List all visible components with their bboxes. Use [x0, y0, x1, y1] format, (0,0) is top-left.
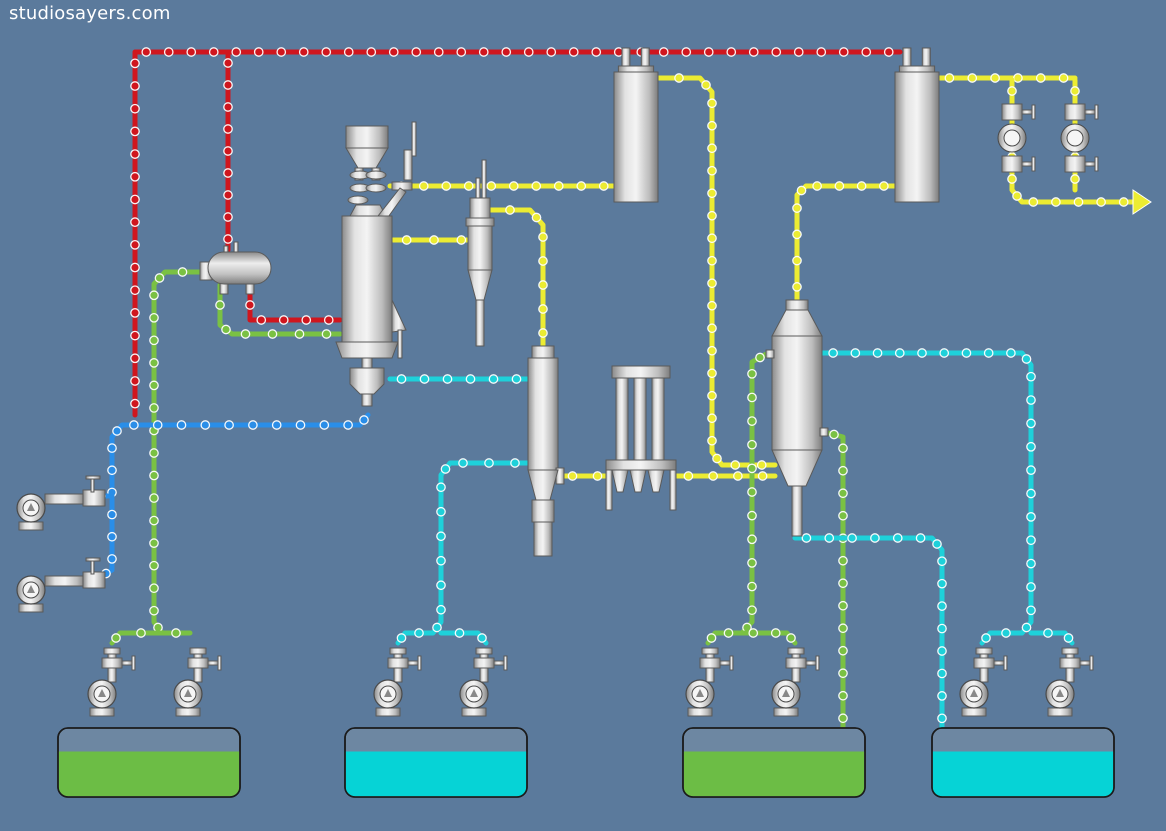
vessel-2	[894, 47, 940, 203]
pipe-segment	[149, 267, 203, 638]
pump-icon	[16, 493, 46, 531]
valve-icon	[785, 647, 820, 683]
pump-icon	[459, 679, 489, 717]
pump-icon	[44, 475, 106, 507]
pipe-segment	[438, 628, 489, 646]
valve-icon	[473, 647, 508, 683]
tank-level	[58, 751, 240, 797]
reactor-icon	[335, 121, 417, 407]
pipe-segment	[822, 429, 848, 755]
pump-icon	[87, 679, 117, 717]
pipe-segment	[390, 235, 478, 245]
pipe-segment	[655, 73, 778, 470]
pump-icon	[44, 557, 106, 589]
vessel-1	[613, 47, 659, 203]
pump-icon	[959, 679, 989, 717]
arrow-icon	[1132, 189, 1152, 215]
pipe-segment	[792, 181, 898, 303]
tank-icon	[57, 727, 241, 798]
pump-icon	[16, 575, 46, 613]
valve-icon	[1060, 103, 1099, 173]
tower-icon	[765, 299, 829, 537]
tank-level	[932, 751, 1114, 797]
column-icon	[527, 345, 565, 557]
watermark: studiosayers.com	[9, 3, 171, 24]
valve-icon	[187, 647, 222, 683]
tank-level	[683, 751, 865, 797]
pipe-segment	[819, 348, 1036, 646]
valve-icon	[699, 647, 734, 683]
pipe-segment	[487, 205, 548, 348]
pipe-segment	[557, 471, 613, 481]
valve-icon	[1059, 647, 1094, 683]
tank-icon	[682, 727, 866, 798]
pipe-segment	[792, 533, 947, 755]
tank-icon	[931, 727, 1115, 798]
pump-icon	[373, 679, 403, 717]
pipe-segment	[1028, 628, 1075, 646]
tank-icon	[344, 727, 528, 798]
pipe-segment	[705, 350, 771, 646]
pipe-segment	[387, 181, 618, 191]
pipe-segment	[245, 287, 343, 325]
pump-icon	[173, 679, 203, 717]
valve-icon	[973, 647, 1008, 683]
tank-level	[345, 751, 527, 797]
pipe-segment	[387, 374, 531, 384]
filter-icon	[605, 365, 677, 511]
pump-icon	[771, 679, 801, 717]
pipe-segment	[739, 628, 798, 646]
valve-icon	[101, 647, 136, 683]
cyclone-icon	[465, 159, 495, 347]
separator-icon	[199, 241, 272, 295]
pipe-segment	[87, 412, 371, 582]
pipe-segment	[109, 628, 165, 646]
pipe-segment	[223, 49, 233, 253]
pipe-segment	[935, 73, 1078, 83]
pump-icon	[685, 679, 715, 717]
pipe-segment	[673, 471, 778, 481]
pipe-segment	[215, 282, 343, 339]
valve-icon	[387, 647, 422, 683]
valve-icon	[997, 103, 1036, 173]
pipe-segment	[395, 458, 531, 646]
pump-icon	[1045, 679, 1075, 717]
